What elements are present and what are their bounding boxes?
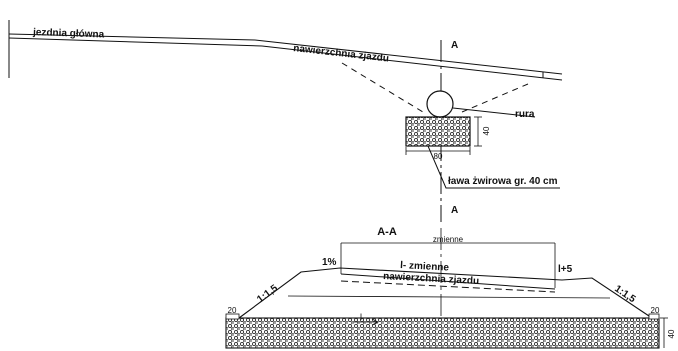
main-road-line-bottom — [8, 37, 263, 47]
section-mark-bottom: A — [451, 205, 458, 216]
main-road-label: jezdnia główna — [32, 27, 105, 41]
left-shoulder-pad — [225, 313, 240, 320]
right-shoulder-pad — [648, 313, 660, 320]
l-plus-5-label: l+5 — [558, 264, 573, 275]
slope-right-label: 1:1,5 — [612, 283, 637, 305]
gravel-width-label: 80 — [434, 152, 443, 161]
variable-dim-label: zmienne — [433, 235, 464, 244]
pipe-label: rura — [515, 109, 535, 120]
slope-1pct-label: 1% — [322, 257, 337, 268]
plan-view: jezdnia główna nawierzchnia zjazdu A rur… — [8, 20, 563, 222]
section-a-a: A-A zmienne 1% l- zmienne l+5 nawierzchn… — [225, 226, 676, 349]
pipe-leader-line — [452, 107, 536, 118]
gravel-bench-label: ława żwirowa gr. 40 cm — [448, 176, 558, 187]
slope-left-label: 1:1,5 — [255, 283, 280, 306]
l-arrow-head — [371, 318, 379, 326]
dim-20-right-label: 20 — [651, 306, 660, 315]
section-mark-top: A — [451, 40, 458, 51]
dim-20-left-label: 20 — [228, 306, 237, 315]
gravel-base-layer — [225, 317, 660, 349]
embankment-outline — [238, 267, 653, 319]
driveway-line-bottom — [261, 45, 563, 81]
pipe-circle — [426, 90, 454, 118]
l-bottom-label: l — [360, 312, 362, 322]
driveway-line-top — [254, 39, 563, 75]
dashed-cone-right — [461, 83, 529, 113]
section-title: A-A — [377, 226, 397, 238]
surface-layer-dashed — [340, 280, 556, 293]
base-layer-line — [287, 295, 611, 299]
driveway-surface-label-section: nawierzchnia zjazdu — [383, 271, 480, 287]
dashed-cone-left — [341, 62, 424, 113]
main-road-line-top — [8, 33, 256, 41]
surface-layer-bottom — [340, 273, 556, 290]
gravel-leader-line — [427, 145, 560, 189]
gravel-bench — [405, 116, 471, 147]
gravel-height-label: 40 — [482, 126, 491, 135]
dim-40-right-label: 40 — [667, 329, 676, 338]
l-variable-label: l- zmienne — [400, 260, 450, 274]
driveway-surface-label-top: nawierzchnia zjazdu — [293, 43, 390, 64]
